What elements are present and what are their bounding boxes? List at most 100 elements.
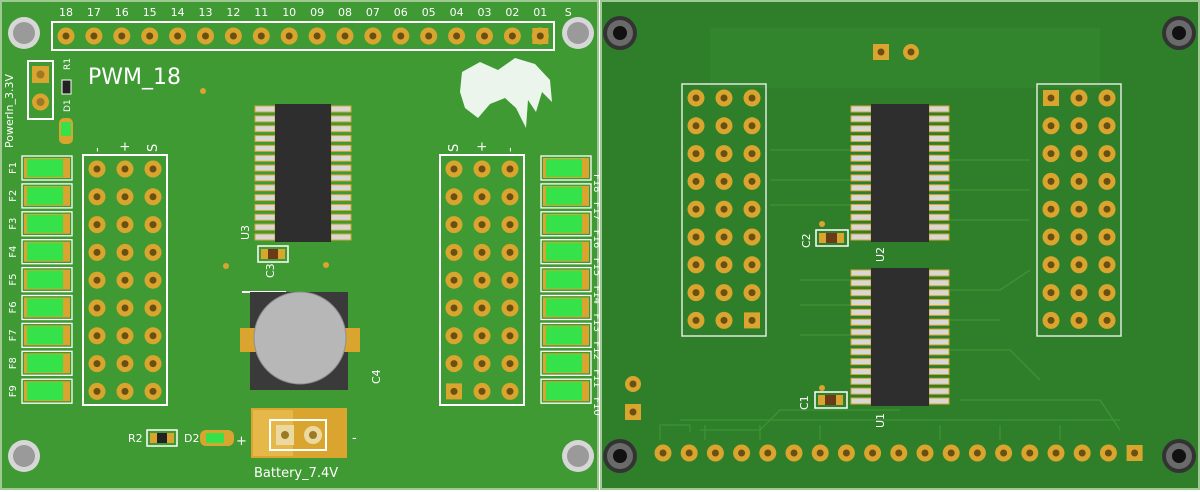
- ic-pin: [928, 233, 950, 241]
- capacitor-c3: [257, 245, 289, 263]
- fuse-label: F6: [8, 301, 19, 313]
- pin-pad: [144, 243, 162, 261]
- pin-pad: [501, 382, 519, 400]
- pin-hole: [93, 221, 101, 229]
- pin-pad: [169, 27, 187, 45]
- fuse-body: [546, 242, 582, 261]
- d2-label: D2: [184, 432, 199, 445]
- pin-pad: [88, 271, 106, 289]
- resistor-r2: [146, 429, 178, 447]
- fuse-label: F8: [8, 357, 19, 369]
- pin-hole: [506, 387, 514, 395]
- column-label: +: [475, 141, 490, 152]
- ic-pin: [928, 194, 950, 202]
- header-number-label: 15: [143, 6, 157, 19]
- pin-pad: [733, 444, 751, 462]
- pin-pad: [88, 299, 106, 317]
- pin-pad: [308, 27, 326, 45]
- pin-pad: [1042, 228, 1060, 246]
- pin-pad: [1042, 145, 1060, 163]
- fuse-label: F11: [591, 369, 602, 387]
- header-number-label: 11: [254, 6, 268, 19]
- pin-hole: [450, 221, 458, 229]
- ic-pin: [330, 184, 352, 192]
- pin-pad: [687, 256, 705, 274]
- capacitor-c2: [815, 221, 849, 247]
- fuse: [21, 378, 73, 404]
- column-label: -: [503, 147, 518, 152]
- fuse-body: [546, 326, 582, 345]
- pin-pad: [224, 27, 242, 45]
- pin-pad: [1070, 145, 1088, 163]
- mounting-hole-bottom-left: [8, 440, 40, 472]
- pin-pad: [116, 160, 134, 178]
- fuse-label: F3: [8, 218, 19, 230]
- pin-pad: [445, 243, 463, 261]
- fuse-outline: [21, 183, 73, 209]
- ic-pin: [330, 144, 352, 152]
- pin-hole: [450, 360, 458, 368]
- pin-pad: [501, 188, 519, 206]
- pin-pad: [785, 444, 803, 462]
- pin-hole: [93, 360, 101, 368]
- fuse: [540, 350, 592, 376]
- pin-pad: [743, 172, 761, 190]
- ic-pin: [850, 377, 872, 385]
- fuse-body: [27, 354, 63, 373]
- pin-hole: [149, 193, 157, 201]
- pin-pad: [706, 444, 724, 462]
- bottom-edge-header-pins: [654, 444, 1143, 462]
- mounting-hole-bottom-right: [562, 440, 594, 472]
- pin-hole: [121, 193, 129, 201]
- fuse-outline: [540, 294, 592, 321]
- ic-pin: [850, 269, 872, 277]
- fuse: [540, 155, 592, 181]
- pin-pad: [743, 228, 761, 246]
- ic-pin: [254, 223, 276, 231]
- ic-pin: [928, 174, 950, 182]
- pin-pad: [1042, 284, 1060, 302]
- pin-hole: [973, 449, 981, 457]
- ic-pin: [254, 115, 276, 123]
- pin-pad: [445, 327, 463, 345]
- pin-hole: [1078, 449, 1086, 457]
- led-d1: [59, 118, 73, 144]
- ic-pin: [928, 135, 950, 143]
- ic-pin: [928, 338, 950, 346]
- mounting-hole-top-right: [562, 17, 594, 49]
- pin-hole: [1104, 449, 1112, 457]
- ic-u2: [850, 104, 950, 242]
- pin-pad: [445, 160, 463, 178]
- header-number-label: 08: [338, 6, 352, 19]
- column-label: S: [146, 144, 161, 152]
- ic-pin: [850, 308, 872, 316]
- fuse: [540, 211, 592, 237]
- fuse-outline: [21, 378, 73, 404]
- fuse-outline: [540, 155, 592, 181]
- pin-hole: [174, 32, 182, 40]
- pin-pad: [1042, 117, 1060, 135]
- pin-pad-square: [532, 28, 549, 44]
- pin-hole: [478, 304, 486, 312]
- pin-pad: [715, 172, 733, 190]
- pin-pad: [336, 27, 354, 45]
- pin-pad: [501, 299, 519, 317]
- fuse: [540, 239, 592, 265]
- pin-hole: [450, 165, 458, 173]
- pin-pad: [473, 299, 491, 317]
- battery-label: Battery_7.4V: [254, 466, 338, 481]
- pin-hole: [425, 32, 433, 40]
- ic-pin: [850, 144, 872, 152]
- pin-hole: [93, 276, 101, 284]
- pin-hole: [720, 177, 728, 185]
- pin-hole: [720, 289, 728, 297]
- pin-pad: [144, 299, 162, 317]
- pin-pad: [116, 271, 134, 289]
- pin-hole: [692, 94, 700, 102]
- pin-hole: [481, 32, 488, 40]
- pin-hole: [1075, 289, 1083, 297]
- fuse-label: F10: [591, 397, 602, 415]
- battery-connector: [251, 408, 347, 458]
